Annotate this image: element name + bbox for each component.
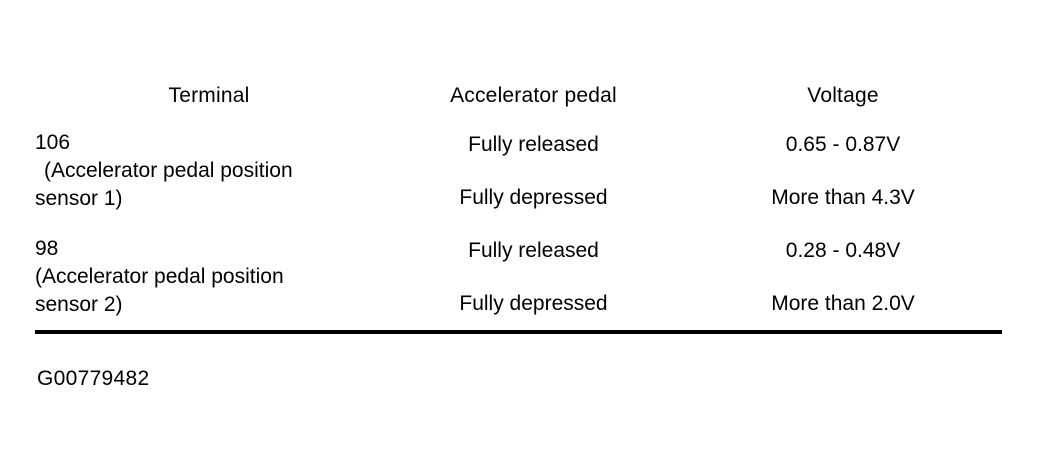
figure-caption: G00779482 xyxy=(37,367,150,390)
terminal-description-line-2: sensor 2) xyxy=(35,293,123,316)
table-row: Fully depressed More than 4.3V xyxy=(35,171,1002,224)
pedal-state-cell: Fully depressed xyxy=(459,291,608,315)
terminal-number: 98 xyxy=(35,237,59,260)
terminal-description-line-1: (Accelerator pedal position xyxy=(35,265,284,288)
table-row: 98 (Accelerator pedal position sensor 2)… xyxy=(35,224,1002,316)
pedal-state-cell: Fully depressed xyxy=(459,185,608,209)
terminal-description-line-2: sensor 1) xyxy=(35,187,123,210)
terminal-cell-106: 106 (Accelerator pedal position sensor 1… xyxy=(35,118,383,224)
table-row: Fully depressed More than 2.0V xyxy=(35,277,1002,332)
terminal-description-line-1: (Accelerator pedal position xyxy=(44,159,293,182)
voltage-value-cell: More than 2.0V xyxy=(771,291,915,315)
voltage-value-cell: 0.65 - 0.87V xyxy=(785,132,901,156)
pedal-state-cell: Fully released xyxy=(468,132,599,156)
voltage-value-cell: More than 4.3V xyxy=(771,185,915,209)
column-header-accelerator-pedal: Accelerator pedal xyxy=(450,84,617,107)
table-row: 106 (Accelerator pedal position sensor 1… xyxy=(35,118,1002,210)
terminal-cell-98: 98 (Accelerator pedal position sensor 2) xyxy=(35,224,383,332)
voltage-value-cell: 0.28 - 0.48V xyxy=(785,238,901,262)
column-header-voltage: Voltage xyxy=(807,84,879,107)
pedal-state-cell: Fully released xyxy=(468,238,599,262)
table-header-row: Terminal Accelerator pedal Voltage xyxy=(35,74,1002,118)
terminal-voltage-table: Terminal Accelerator pedal Voltage 106 (… xyxy=(35,74,1002,334)
terminal-number: 106 xyxy=(35,131,71,154)
column-header-terminal: Terminal xyxy=(168,84,250,107)
